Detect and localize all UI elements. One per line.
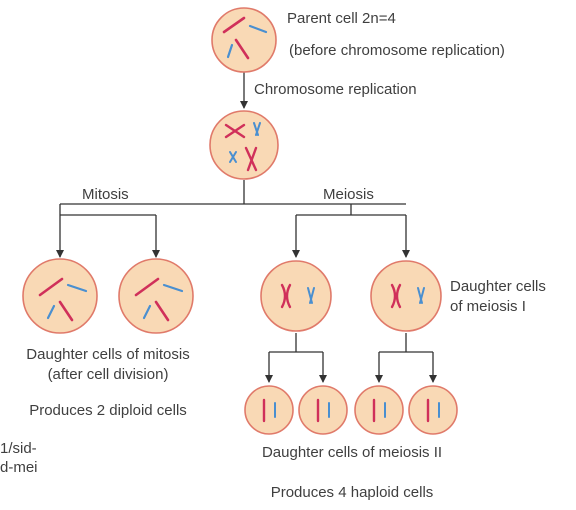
replicated-cell (209, 110, 279, 180)
meiosis-i-daughter-cell-2 (370, 260, 442, 332)
mitosis-daughter-cell-2 (118, 258, 194, 334)
meiosis-ii-daughter-cell-3 (354, 385, 404, 435)
chromosome-replication-label: Chromosome replication (254, 81, 417, 98)
meiosis-i-daughter-cell-1 (260, 260, 332, 332)
produces-diploid-label: Produces 2 diploid cells (29, 402, 187, 419)
daughter-meiosis-ii-label: Daughter cells of meiosis II (261, 444, 443, 461)
meiosis-ii-2-chromosomes (316, 398, 330, 423)
mitosis-label: Mitosis (82, 186, 129, 203)
meiosis-label: Meiosis (323, 186, 374, 203)
before-replication-label: (before chromosome replication) (289, 42, 505, 59)
meiosis-ii-1-chromosomes (262, 398, 276, 423)
meiosis-ii-daughter-cell-4 (408, 385, 458, 435)
daughter-meiosis-i-label-line1: Daughter cells (450, 278, 546, 295)
produces-haploid-label: Produces 4 haploid cells (270, 484, 434, 501)
replicated-cell-chromosomes (224, 122, 261, 172)
meiosis-i-2-chromosomes (390, 283, 425, 309)
mitosis-daughter-1-chromosomes (38, 277, 88, 322)
meiosis-ii-3-chromosomes (372, 398, 386, 423)
meiosis-i-1-chromosomes (280, 283, 315, 309)
meiosis-ii-daughter-cell-1 (244, 385, 294, 435)
parent-cell-chromosomes (222, 16, 268, 60)
mitosis-daughter-2-chromosomes (134, 277, 184, 322)
daughter-mitosis-label-line2: (after cell division) (47, 366, 169, 383)
meiosis-ii-daughter-cell-2 (298, 385, 348, 435)
cropped-text-line1: 1/sid- (0, 440, 37, 457)
daughter-meiosis-i-label-line2: of meiosis I (450, 298, 526, 315)
cropped-text-line2: d-mei (0, 459, 38, 476)
mitosis-daughter-cell-1 (22, 258, 98, 334)
connectors (56, 72, 437, 383)
daughter-mitosis-label-line1: Daughter cells of mitosis (26, 346, 190, 363)
meiosis-ii-4-chromosomes (426, 398, 440, 423)
chromosomes (38, 16, 440, 423)
parent-cell-label: Parent cell 2n=4 (287, 10, 396, 27)
